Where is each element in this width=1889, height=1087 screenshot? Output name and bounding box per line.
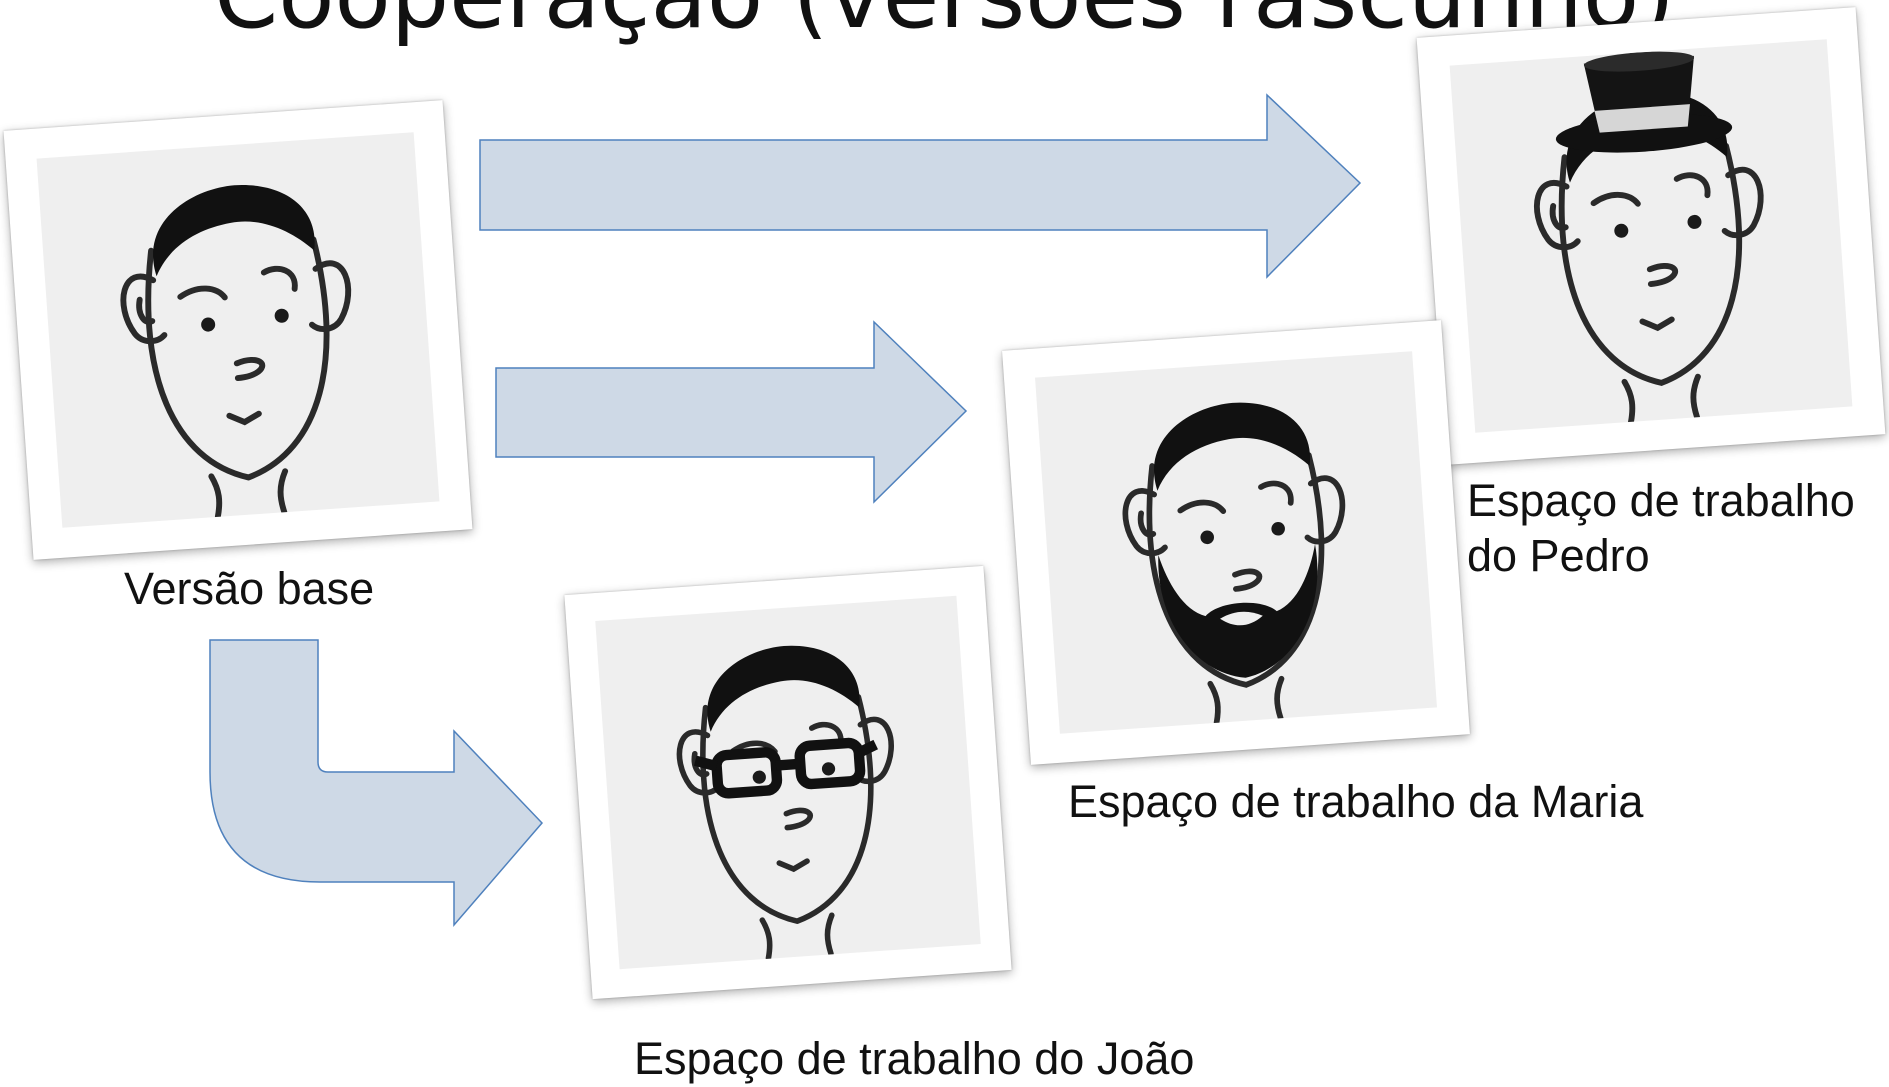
base-version-image bbox=[36, 132, 440, 528]
pedro-workspace-caption: Espaço de trabalho do Pedro bbox=[1467, 474, 1855, 584]
pedro-workspace-image bbox=[1449, 39, 1853, 433]
face-illustration bbox=[36, 180, 439, 527]
base-version-caption: Versão base bbox=[124, 563, 375, 614]
maria-workspace-card bbox=[1002, 320, 1470, 765]
face-with-top-hat bbox=[1449, 51, 1852, 433]
maria-workspace-caption: Espaço de trabalho da Maria bbox=[1068, 776, 1644, 827]
joao-workspace-image bbox=[595, 596, 981, 969]
pedro-workspace-card bbox=[1416, 7, 1886, 465]
glasses-icon bbox=[694, 738, 879, 799]
joao-workspace-caption: Espaço de trabalho do João bbox=[634, 1033, 1195, 1084]
joao-workspace-card bbox=[564, 565, 1012, 1000]
face-with-glasses bbox=[596, 641, 981, 969]
base-version-card bbox=[3, 100, 473, 560]
beard-icon bbox=[1158, 544, 1318, 678]
maria-workspace-image bbox=[1034, 351, 1438, 734]
pedro-caption-line1: Espaço de trabalho bbox=[1467, 475, 1855, 526]
slide-title: Cooperação (versões rascunho) bbox=[0, 0, 1889, 42]
face-with-beard bbox=[1035, 397, 1437, 733]
pedro-caption-line2: do Pedro bbox=[1467, 529, 1650, 581]
top-hat-icon bbox=[1555, 51, 1732, 153]
